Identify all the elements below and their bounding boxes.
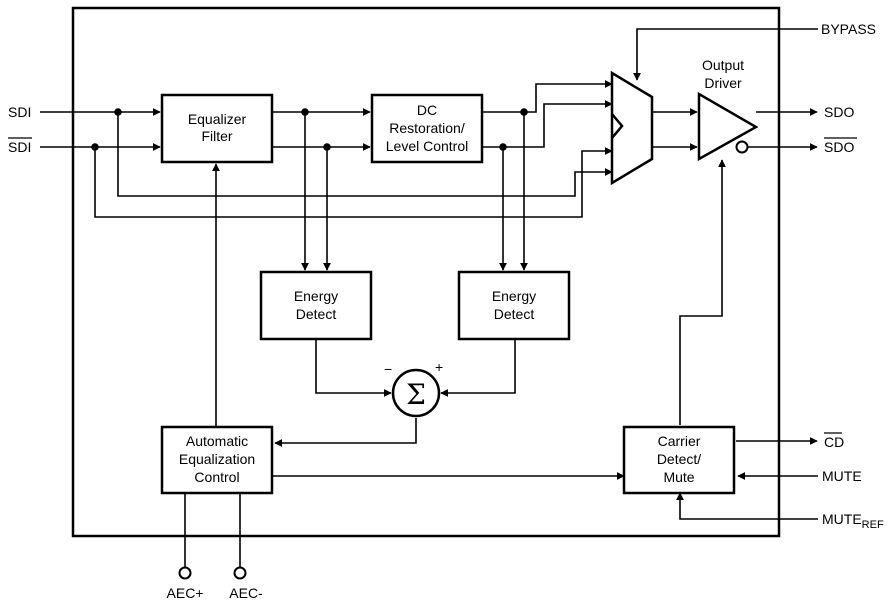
inverting-bubble [735,140,749,154]
aec-block: Automatic Equalization Control [160,425,274,495]
svg-text:Equalizer: Equalizer [188,111,247,127]
junction-dots [91,108,528,151]
summing-junction: Σ − + [384,359,443,418]
svg-text:Mute: Mute [663,469,694,485]
svg-text:Level Control: Level Control [386,138,469,154]
sdo-n-label: SDO [824,139,854,155]
svg-text:DC: DC [417,102,437,118]
svg-text:Carrier: Carrier [658,433,701,449]
output-driver: Output Driver [697,57,759,162]
chip-boundary [71,6,781,538]
svg-text:Detect: Detect [494,306,535,322]
multiplexer [610,70,654,186]
aec-plus-label: AEC+ [167,585,204,601]
svg-text:Filter: Filter [201,128,232,144]
svg-text:Automatic: Automatic [186,433,248,449]
sdo-label: SDO [824,104,854,120]
signal-wires [40,28,818,567]
bypass-label: BYPASS [821,21,876,37]
svg-text:Output: Output [702,57,744,73]
svg-text:Detect: Detect [296,306,337,322]
mute-label: MUTE [822,468,862,484]
carrier-detect-block: Carrier Detect/ Mute [622,425,736,495]
sdi-label: SDI [8,104,31,120]
svg-text:−: − [384,361,392,377]
svg-text:Equalization: Equalization [179,451,255,467]
dc-restoration-block: DC Restoration/ Level Control [370,93,484,164]
svg-text:Restoration/: Restoration/ [389,120,465,136]
svg-text:Energy: Energy [294,288,338,304]
cd-n-label: CD [824,434,844,450]
svg-text:Driver: Driver [704,75,742,91]
mute-ref-label: MUTEREF [822,511,884,531]
sdi-n-label: SDI [8,139,31,155]
equalizer-filter-block: Equalizer Filter [160,93,274,164]
svg-text:Control: Control [194,469,239,485]
svg-text:Energy: Energy [492,288,536,304]
energy-detect-block-2: Energy Detect [457,270,571,341]
svg-text:+: + [435,359,443,375]
aec-minus-label: AEC- [229,585,263,601]
aec-minus-pin [233,566,247,580]
energy-detect-block-1: Energy Detect [259,270,373,341]
svg-text:Detect/: Detect/ [657,451,701,467]
aec-plus-pin [178,566,192,580]
svg-text:Σ: Σ [406,378,426,411]
